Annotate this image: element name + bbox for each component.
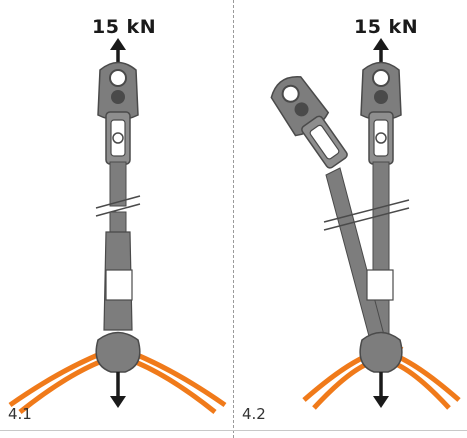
- single-lanyard-illustration: [8, 38, 227, 414]
- arrow-down-icon: [110, 372, 126, 408]
- label-sleeve: [366, 269, 394, 301]
- panel-divider: [233, 0, 234, 438]
- bottom-loop: [359, 331, 403, 373]
- arrow-down-icon: [373, 372, 389, 408]
- bottom-loop: [95, 331, 141, 373]
- break-mark-icon: [323, 199, 410, 231]
- figure-number: 4.2: [242, 405, 266, 423]
- strap-lower: [109, 211, 127, 235]
- break-mark-icon: [95, 195, 141, 217]
- connector-icon: [360, 61, 402, 165]
- figure-number: 4.1: [8, 405, 32, 423]
- bottom-rule: [0, 430, 467, 431]
- label-sleeve: [105, 269, 133, 301]
- force-label: 15 kN: [92, 16, 157, 38]
- force-label: 15 kN: [354, 16, 419, 38]
- double-lanyard-illustration: [270, 38, 461, 410]
- strap-upper: [109, 161, 127, 207]
- connector-angled-icon: [270, 76, 348, 169]
- connector-icon: [97, 61, 139, 165]
- figure-4-2: 15 kN 4.2: [234, 0, 467, 430]
- figure-4-1: 15 kN 4.1: [0, 0, 233, 430]
